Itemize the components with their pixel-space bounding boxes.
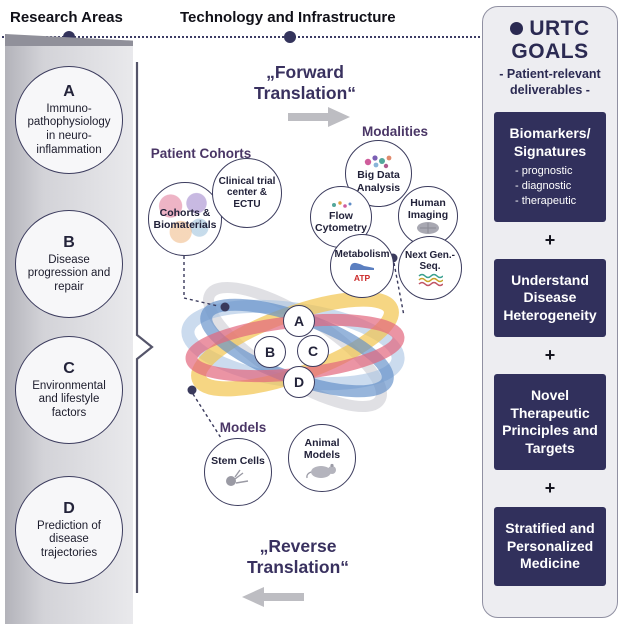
header-dotted-line [2,36,484,38]
animal-models-node: Animal Models [288,424,356,492]
reverse-arrow-icon [242,587,304,607]
node-title: Clinical trial center & ECTU [218,175,276,210]
area-label: Prediction of disease trajectories [37,519,101,559]
venn-circle-b: B [254,336,286,368]
forward-translation-title: „Forward Translation“ [253,62,357,103]
venn-letter: D [293,374,305,390]
venn-letter: B [264,344,276,360]
venn-letter: A [293,313,305,329]
tech-infra-header: Technology and Infrastructure [180,9,396,26]
stem-cells-node: Stem Cells [204,438,272,506]
reverse-translation-title: „Reverse Translation“ [246,536,350,577]
goal-item: - therapeutic [515,195,577,208]
node-title: Metabolism [334,248,390,260]
research-areas-brace [135,62,154,593]
plus-separator: + [544,345,556,366]
urtc-goals-panel: URTC GOALS - Patient-relevant deliverabl… [482,6,618,618]
panel-title-text: URTC [529,17,590,40]
node-title: Big Data Analysis [356,169,401,194]
venn-circle-a: A [283,305,315,337]
sequencing-waves-icon [418,273,443,286]
venn-circle-d: D [283,366,315,398]
goal-title: Stratified and Personalized Medicine [505,520,595,572]
panel-subtitle: - Patient-relevant deliverables - [499,67,601,97]
goal-box-heterogeneity: Understand Disease Heterogeneity [494,258,606,338]
area-letter: C [63,359,75,377]
node-title: Cohorts & Biomaterials [153,206,217,231]
metabolism-node: Metabolism ATP [330,234,394,298]
urtc-dot-icon [510,22,524,35]
node-title: Human Imaging [407,196,449,221]
node-title: Stem Cells [211,454,265,467]
area-label: Immuno-pathophysiology in neuro-inflamma… [27,102,111,156]
goal-box-therapeutic-principles: Novel Therapeutic Principles and Targets [494,374,606,471]
node-title: Animal Models [303,436,341,461]
clinical-trial-center-node: Clinical trial center & ECTU [212,158,282,228]
plus-separator: + [544,229,556,250]
research-area-a: A Immuno-pathophysiology in neuro-inflam… [15,66,123,174]
goal-title: Biomarkers/ Signatures [509,125,591,159]
models-label: Models [219,420,267,435]
goal-title: Understand Disease Heterogeneity [503,271,597,323]
venn-circle-c: C [297,335,329,367]
goal-item: - diagnostic [515,180,572,193]
goal-item: - prognostic [515,165,573,178]
research-area-b: B Disease progression and repair [15,210,123,318]
plus-separator: + [544,478,556,499]
research-area-d: D Prediction of disease trajectories [15,476,123,584]
area-letter: A [63,82,75,100]
panel-title-line2: GOALS [511,40,589,64]
venn-letter: C [307,343,319,359]
forward-arrow-icon [288,107,350,127]
big-data-dots-icon [364,155,391,169]
goal-items: - prognostic - diagnostic - therapeutic [499,164,601,209]
flow-cytometry-scatter-icon [332,201,352,208]
brain-icon [417,222,439,235]
patient-cohorts-label: Patient Cohorts [150,146,252,161]
next-gen-seq-node: Next Gen.- Seq. [398,236,462,300]
mouse-icon [306,463,336,479]
research-area-c: C Environmental and lifestyle factors [15,336,123,444]
modalities-label: Modalities [361,124,428,139]
node-title: Flow Cytometry [315,209,367,234]
big-data-analysis-node: Big Data Analysis [345,140,412,207]
tech-infra-dot-icon [284,31,296,43]
node-title: Next Gen.- Seq. [404,249,455,273]
panel-title-line1: URTC [491,17,609,40]
goal-title: Novel Therapeutic Principles and Targets [502,387,598,456]
goal-box-personalized-medicine: Stratified and Personalized Medicine [494,507,606,586]
shoe-icon [350,263,374,271]
neuron-icon [226,469,249,487]
area-label: Disease progression and repair [27,253,111,293]
cohorts-biomaterials-node: Cohorts & Biomaterials [148,182,222,256]
area-letter: B [63,233,75,251]
area-letter: D [63,499,75,517]
research-areas-header: Research Areas [10,9,123,26]
area-label: Environmental and lifestyle factors [32,379,106,419]
goal-box-biomarkers: Biomarkers/ Signatures - prognostic - di… [494,112,606,222]
atp-label: ATP [353,273,371,284]
